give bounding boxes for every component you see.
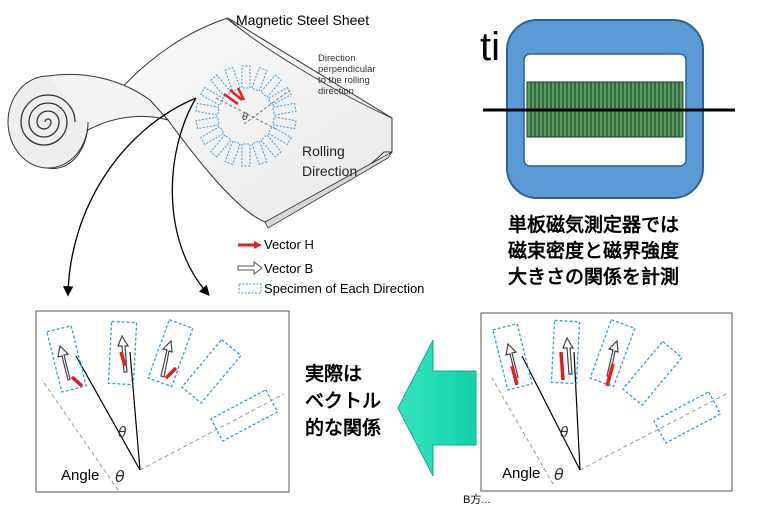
right-angle-label: Angle	[502, 465, 540, 482]
left-vector-h-arrows	[70, 351, 178, 388]
single-sheet-tester: ti	[480, 19, 735, 199]
svg-text:的な関係: 的な関係	[305, 416, 381, 439]
left-vector-panel: θ Angle θ	[35, 310, 290, 493]
svg-text:単板磁気測定器では: 単板磁気測定器では	[508, 213, 679, 236]
legend-vector-b-label: Vector B	[264, 261, 313, 276]
right-theta-angle: θ	[554, 465, 564, 484]
legend: Vector H Vector B Specimen of Each Direc…	[237, 237, 424, 296]
svg-text:to the rolling: to the rolling	[318, 75, 370, 86]
left-angle-label: Angle	[61, 467, 99, 484]
svg-text:Direction: Direction	[302, 163, 357, 179]
center-arrow	[397, 339, 477, 477]
svg-text:direction: direction	[318, 86, 354, 97]
legend-vector-b-icon	[237, 261, 263, 275]
svg-text:磁束密度と磁界強度: 磁束密度と磁界強度	[508, 239, 680, 262]
svg-text:Direction: Direction	[318, 53, 356, 64]
legend-specimen-label: Specimen of Each Direction	[264, 281, 424, 296]
rolling-direction-label: Rolling Direction	[302, 143, 357, 179]
sheet-title: Magnetic Steel Sheet	[236, 12, 369, 28]
svg-text:perpendicular: perpendicular	[318, 64, 376, 75]
left-theta-mid: θ	[118, 425, 127, 441]
specimen-rosette	[195, 65, 297, 167]
right-vector-b-arrows	[505, 336, 619, 379]
svg-text:大きさの関係を計測: 大きさの関係を計測	[508, 265, 679, 288]
left-theta-angle: θ	[115, 467, 125, 486]
svg-text:実際は: 実際は	[305, 362, 362, 385]
right-theta-mid: θ	[560, 425, 569, 441]
right-vector-h-arrows	[510, 351, 615, 387]
legend-vector-h-icon	[238, 241, 262, 249]
tester-partial-text: ti	[480, 25, 500, 69]
curved-arrow-middle	[171, 97, 210, 296]
right-vector-panel: θ Angle θ	[480, 312, 733, 492]
bottom-cut-text: B方...	[463, 492, 491, 506]
tester-description: 単板磁気測定器では 磁束密度と磁界強度 大きさの関係を計測	[508, 213, 680, 288]
legend-vector-h-label: Vector H	[264, 237, 314, 252]
svg-text:Rolling: Rolling	[302, 143, 345, 159]
legend-specimen-icon	[238, 283, 262, 294]
center-text: 実際は ベクトル 的な関係	[305, 362, 381, 439]
perpendicular-label: Direction perpendicular to the rolling d…	[318, 53, 376, 97]
svg-text:ベクトル: ベクトル	[305, 390, 381, 412]
sheet-theta: θ	[242, 112, 248, 123]
steel-sheet-illustration	[7, 17, 393, 229]
curved-arrow-left	[62, 97, 197, 297]
